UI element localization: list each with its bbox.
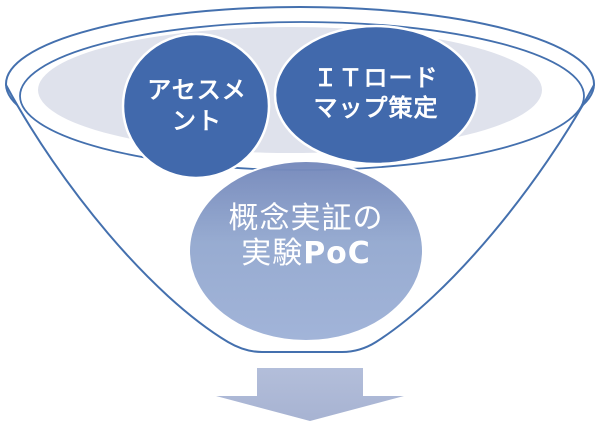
roadmap-circle xyxy=(273,24,479,166)
poc-circle xyxy=(188,160,424,342)
funnel-cone-outline xyxy=(5,84,595,353)
down-arrow xyxy=(216,368,404,421)
assessment-circle xyxy=(121,32,271,180)
